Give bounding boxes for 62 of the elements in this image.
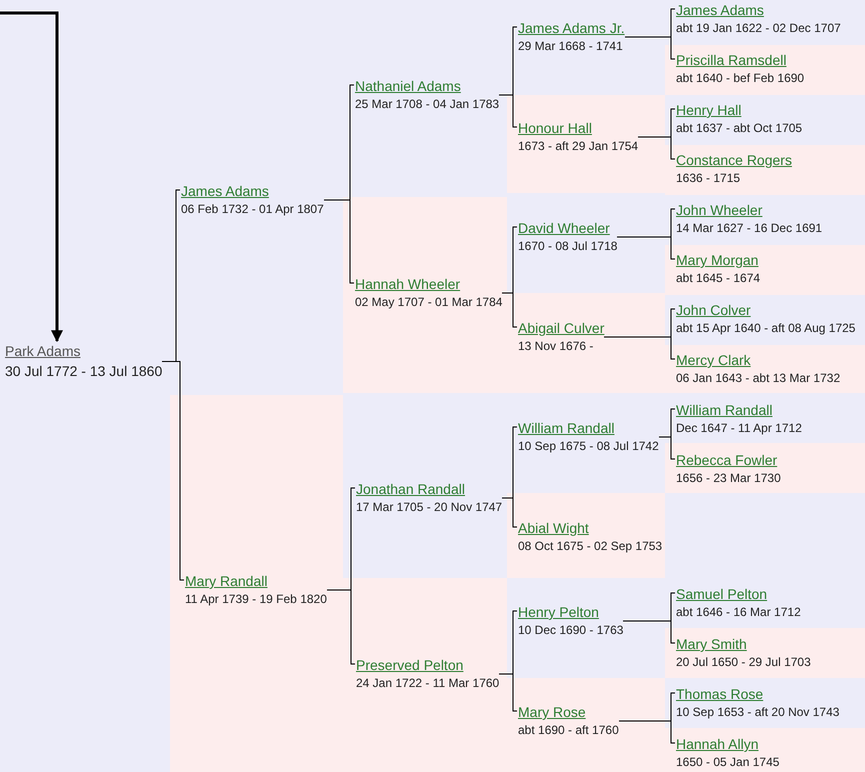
person-name-link: John Colver [676,301,751,319]
person-name-link: Priscilla Ramsdell [676,51,786,69]
person-name-link: James Adams [181,182,269,200]
person-name-link: Park Adams [5,342,80,360]
life-dates: 08 Oct 1675 - 02 Sep 1753 [518,538,662,555]
life-dates: abt 15 Apr 1640 - aft 08 Aug 1725 [676,320,856,337]
person-name-link: Mary Morgan [676,251,758,269]
person-name-link: Constance Rogers [676,151,792,169]
life-dates: 1673 - aft 29 Jan 1754 [518,138,638,155]
arrow [0,12,63,342]
life-dates: 13 Nov 1676 - [518,338,594,355]
person-name-link: James Adams [676,1,764,19]
life-dates: 1650 - 05 Jan 1745 [676,754,780,771]
person-name-link: Mary Randall [185,572,268,590]
person-name-link: Henry Pelton [518,603,599,621]
life-dates: abt 19 Jan 1622 - 02 Dec 1707 [676,20,841,37]
connector-line [622,620,676,644]
person-name-link: Mary Smith [676,635,747,653]
person-name-link: Rebecca Fowler [676,451,778,469]
life-dates: 24 Jan 1722 - 11 Mar 1760 [356,675,500,692]
person-name-link: Henry Hall [676,101,742,119]
person-name-link: Mercy Clark [676,351,751,369]
person-name-link: Honour Hall [518,119,592,137]
life-dates: 17 Mar 1705 - 20 Nov 1747 [356,499,502,516]
life-dates: abt 1640 - bef Feb 1690 [676,70,804,87]
life-dates: abt 1690 - aft 1760 [518,722,619,739]
life-dates: 10 Sep 1675 - 08 Jul 1742 [518,438,659,455]
person-name-link: William Randall [518,419,614,437]
person-name-link: Abial Wight [518,519,589,537]
life-dates: 1636 - 1715 [676,170,742,187]
person-name-link: Nathaniel Adams [355,77,461,95]
life-dates: 11 Apr 1739 - 19 Feb 1820 [185,591,327,608]
person-name-link: Hannah Allyn [676,735,759,753]
person-name-link: Mary Rose [518,703,586,721]
life-dates: 20 Jul 1650 - 29 Jul 1703 [676,654,811,671]
life-dates: 14 Mar 1627 - 16 Dec 1691 [676,220,822,237]
connector-line [616,236,676,260]
connector-line [624,36,676,60]
person-name-link: Preserved Pelton [356,656,464,674]
life-dates: 06 Jan 1643 - abt 13 Mar 1732 [676,370,840,387]
life-dates: 10 Sep 1653 - aft 20 Nov 1743 [676,704,840,721]
life-dates: 1670 - 08 Jul 1718 [518,238,618,255]
life-dates: 25 Mar 1708 - 04 Jan 1783 [355,96,500,113]
person-name-link: David Wheeler [518,219,610,237]
life-dates: 1656 - 23 Mar 1730 [676,470,781,487]
person-name-link: Hannah Wheeler [355,275,460,293]
life-dates: 06 Feb 1732 - 01 Apr 1807 [181,201,324,218]
life-dates: abt 1646 - 16 Mar 1712 [676,604,801,621]
life-dates: abt 1637 - abt Oct 1705 [676,120,802,137]
person-name-link: Thomas Rose [676,685,764,703]
person-name-link: Jonathan Randall [356,480,465,498]
person-name-link: Abigail Culver [518,319,604,337]
life-dates: 10 Dec 1690 - 1763 [518,622,624,639]
person-name-link: John Wheeler [676,201,762,219]
life-dates: abt 1645 - 1674 [676,270,760,287]
life-dates: 30 Jul 1772 - 13 Jul 1860 [5,362,162,381]
person-name-link: Samuel Pelton [676,585,768,603]
life-dates: 02 May 1707 - 01 Mar 1784 [355,294,502,311]
life-dates: Dec 1647 - 11 Apr 1712 [676,420,802,437]
person-name-link: James Adams Jr. [518,19,625,37]
life-dates: 29 Mar 1668 - 1741 [518,38,624,55]
person-name-link: William Randall [676,401,772,419]
